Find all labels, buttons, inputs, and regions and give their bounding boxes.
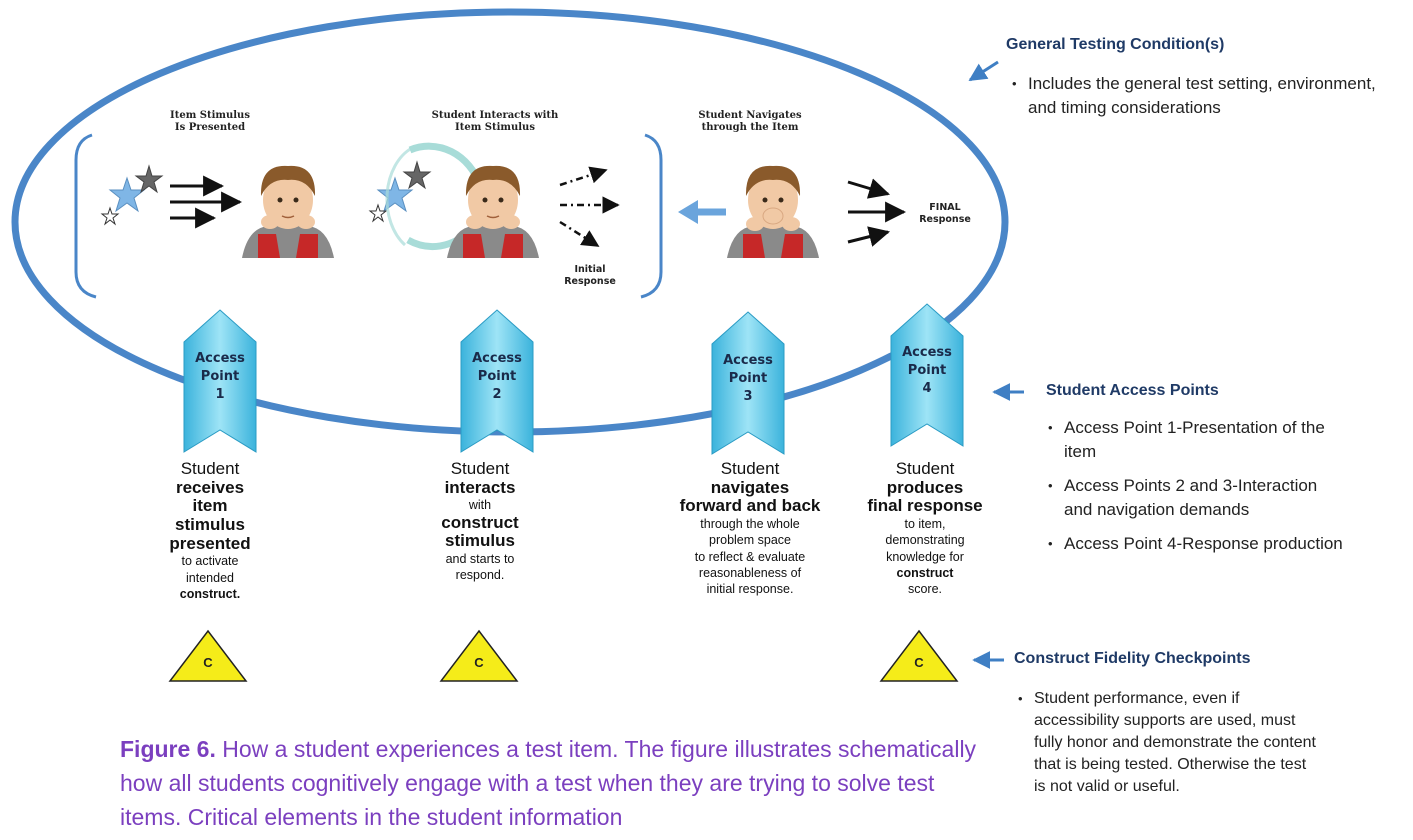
access-point-banner-2 — [460, 309, 534, 453]
child-image-2 — [447, 165, 539, 258]
description-access-point-1: Student receives item stimulus presented… — [169, 459, 251, 601]
checkpoint-letter-4: C — [914, 655, 924, 670]
presentation-arrows — [170, 175, 243, 229]
checkpoint-letter-2: C — [474, 655, 484, 670]
access-points-list: Access Point 1-Presentation of the item … — [1046, 416, 1346, 566]
fidelity-bullet: Student performance, even if accessibili… — [1016, 688, 1316, 798]
checkpoint-triangle-1 — [168, 629, 248, 682]
figure-caption: Figure 6. How a student experiences a te… — [120, 732, 980, 834]
right-bracket — [640, 133, 663, 299]
access-point-banner-4 — [890, 303, 964, 447]
fidelity-list: Student performance, even if accessibili… — [1016, 688, 1316, 808]
checkpoint-letter-1: C — [203, 655, 213, 670]
pointer-arrow-general — [968, 60, 999, 82]
access-point-banner-1 — [183, 309, 257, 453]
general-testing-heading: General Testing Condition(s) — [1006, 36, 1225, 53]
description-access-point-2: Student interacts with construct stimulu… — [441, 459, 519, 583]
left-bracket — [74, 133, 97, 299]
child-image-1 — [242, 165, 334, 258]
access-points-bullet-1: Access Point 1-Presentation of the item — [1046, 416, 1346, 464]
description-access-point-3: Student navigates forward and back throu… — [679, 459, 821, 597]
final-response-arrows — [847, 178, 907, 247]
child-image-3 — [727, 165, 819, 258]
access-points-bullet-3: Access Point 4-Response production — [1046, 532, 1346, 556]
fidelity-heading: Construct Fidelity Checkpoints — [1014, 650, 1251, 667]
back-navigation-arrow — [678, 200, 726, 224]
access-point-banner-3 — [711, 311, 785, 455]
checkpoint-triangle-2 — [439, 629, 519, 682]
access-points-heading: Student Access Points — [1046, 382, 1219, 399]
response-dashed-arrows — [559, 166, 620, 248]
star-cluster-2 — [368, 160, 432, 223]
general-testing-bullet: Includes the general test setting, envir… — [1010, 72, 1405, 120]
description-access-point-4: Student produces final response to item,… — [867, 459, 983, 597]
figure-caption-text: How a student experiences a test item. T… — [120, 736, 977, 830]
access-points-bullet-2: Access Points 2 and 3-Interaction and na… — [1046, 474, 1346, 522]
general-testing-list: Includes the general test setting, envir… — [1010, 72, 1405, 130]
star-cluster-1 — [100, 164, 164, 226]
figure-label: Figure 6. — [120, 736, 216, 762]
checkpoint-triangle-4 — [879, 629, 959, 682]
